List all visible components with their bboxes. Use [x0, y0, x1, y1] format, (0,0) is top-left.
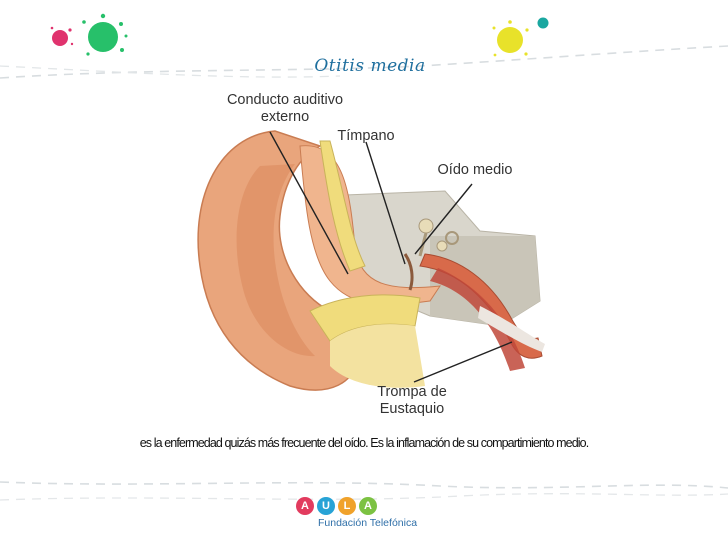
label-trompa-line2: Eustaquio	[380, 401, 445, 417]
ear-anatomy-figure: Conducto auditivo externo Tímpano Oído m…	[180, 86, 560, 426]
slide-caption: es la enfermedad quizás más frecuente de…	[0, 436, 728, 450]
logo-letter-a2: A	[359, 497, 377, 515]
leader-trompa	[414, 342, 512, 382]
aula-logo: A U L A Fundación Telefónica	[296, 497, 426, 531]
green-splat-icon	[82, 14, 127, 56]
label-timpano: Tímpano	[326, 128, 406, 145]
yellow-splat-icon	[493, 20, 529, 56]
logo-letter-a: A	[296, 497, 314, 515]
label-trompa-line1: Trompa de	[377, 384, 447, 400]
label-conducto-line2: externo	[261, 109, 309, 125]
logo-letter-u: U	[317, 497, 335, 515]
aula-letters: A U L A	[296, 497, 426, 515]
dashed-line-bottom	[0, 482, 728, 488]
pink-splat-icon	[51, 27, 74, 46]
label-oido-medio: Oído medio	[420, 162, 530, 179]
logo-letter-l: L	[338, 497, 356, 515]
slide-title: Otitis media	[0, 56, 728, 76]
label-conducto-auditivo: Conducto auditivo externo	[210, 92, 360, 126]
label-conducto-line1: Conducto auditivo	[227, 92, 343, 108]
logo-subtitle: Fundación Telefónica	[318, 517, 426, 529]
label-trompa: Trompa de Eustaquio	[352, 384, 472, 418]
teal-dot-icon	[538, 18, 549, 29]
